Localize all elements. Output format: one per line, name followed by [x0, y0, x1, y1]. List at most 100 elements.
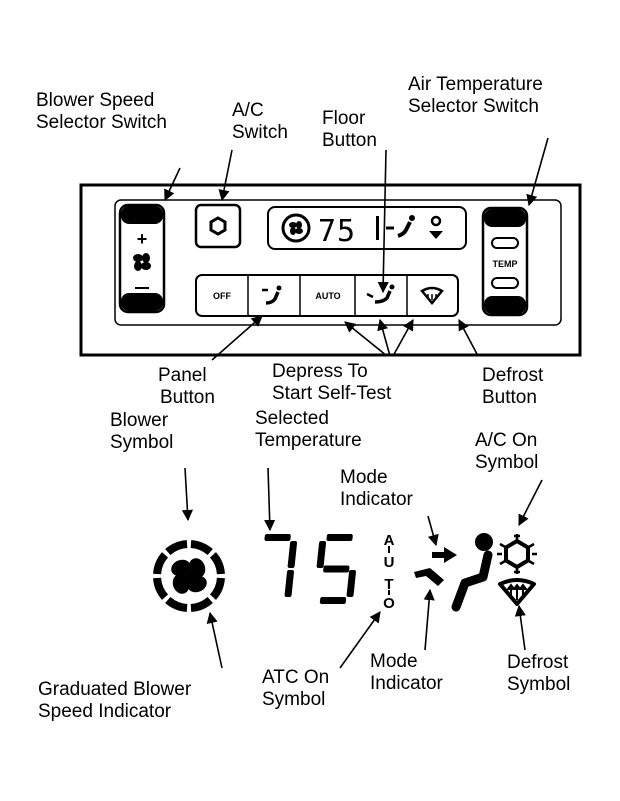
atc-letter-o: O [383, 595, 395, 612]
label-line: Indicator [340, 489, 413, 510]
label-line: Speed Indicator [38, 701, 172, 722]
label-graduated-blower-speed-indicator: Graduated Blower Speed Indicator [38, 679, 191, 723]
label-line: Indicator [370, 673, 443, 694]
display-mode-icon [386, 215, 415, 238]
blower-speed-segment [165, 596, 188, 612]
display-auto-indicator [376, 216, 379, 240]
leader-self-test-2 [377, 318, 391, 357]
mode-button-row [195, 274, 459, 317]
atc-letter-a: A [384, 532, 395, 549]
off-button-label: OFF [213, 291, 231, 301]
fan-icon [133, 253, 151, 271]
digit-segment [326, 534, 353, 541]
graduated-blower-speed-indicator [153, 540, 225, 612]
occupant-seat-icon [451, 550, 493, 612]
blower-up-pad[interactable] [121, 206, 163, 224]
label-line: Button [482, 387, 537, 408]
panel-button[interactable] [249, 276, 299, 315]
atc-on-symbol: A U T O [383, 532, 395, 612]
blower-speed-segment [209, 577, 225, 600]
label-line: Switch [232, 122, 288, 143]
panel-face [114, 199, 562, 326]
leader-defrost-symbol [514, 604, 526, 651]
display-temperature: 75 [318, 214, 356, 249]
display-blower-icon [281, 213, 311, 243]
leader-atc-on-symbol [339, 611, 381, 669]
label-line: Defrost [507, 652, 569, 673]
leader-self-test-3 [392, 319, 414, 357]
label-line: Symbol [262, 689, 326, 710]
leader-air-temp-switch [526, 137, 549, 207]
auto-button-label: AUTO [315, 291, 340, 301]
digit-segment [323, 565, 350, 573]
blower-speed-segment [165, 540, 188, 556]
digit-segment [287, 541, 298, 568]
mode-indicator [414, 533, 493, 612]
leader-panel-button [211, 315, 263, 361]
snowflake-icon [209, 216, 227, 236]
label-line: ATC On [262, 667, 330, 688]
label-line: Blower [110, 410, 169, 431]
leader-defrost-button [458, 319, 479, 357]
label-panel-button: Panel Button [158, 365, 215, 409]
leader-self-test-1 [344, 321, 388, 357]
label-line: Symbol [110, 432, 174, 453]
digit-segment [284, 570, 295, 597]
floor-button[interactable] [356, 276, 406, 315]
label-atc-on-symbol: ATC On Symbol [262, 667, 329, 711]
display-ac-defrost-icon [429, 215, 443, 239]
temperature-digit [316, 534, 357, 604]
ac-on-symbol [497, 534, 537, 574]
label-line: Symbol [507, 674, 571, 695]
defrost-button[interactable] [408, 276, 457, 315]
panel-vent-icon [262, 285, 282, 305]
label-floor-button: Floor Button [322, 108, 377, 152]
leader-mode-indicator-bottom [423, 588, 435, 651]
blower-plus-sign: + [137, 229, 148, 249]
leader-mode-indicator-top [427, 515, 439, 547]
blower-down-pad[interactable] [121, 293, 163, 311]
label-line: Graduated Blower [38, 679, 192, 700]
label-line: Button [160, 387, 215, 408]
panel-bezel [79, 183, 582, 357]
label-line: Selected [255, 408, 329, 429]
label-line: A/C [232, 100, 264, 121]
label-defrost-symbol: Defrost Symbol [507, 652, 570, 696]
label-line: Selector Switch [408, 96, 539, 117]
label-line: Temperature [255, 430, 362, 451]
leader-floor-button [377, 149, 389, 294]
label-line: Defrost [482, 365, 544, 386]
temp-down-pad[interactable] [484, 296, 526, 314]
label-line: A/C On [475, 430, 538, 451]
label-self-test: Depress To Start Self-Test [272, 361, 391, 405]
leader-selected-temperature [264, 467, 276, 532]
occupant-head-icon [475, 533, 493, 551]
label-line: Symbol [475, 452, 539, 473]
leader-ac-on-symbol [518, 479, 543, 526]
blower-speed-segment [153, 552, 169, 575]
leader-graduated-blower [206, 611, 223, 669]
label-line: Selector Switch [36, 112, 167, 133]
label-mode-indicator-top: Mode Indicator [340, 467, 413, 511]
blower-speed-segment [190, 540, 213, 556]
digit-segment [264, 534, 291, 541]
label-line: Start Self-Test [272, 383, 392, 404]
panel-display: 75 [267, 206, 467, 250]
blower-speed-selector-switch[interactable] [118, 203, 166, 314]
label-line: Panel [158, 365, 207, 386]
label-ac-on-symbol: A/C On Symbol [475, 430, 538, 474]
floor-vent-icon [366, 284, 395, 304]
label-line: Air Temperature [408, 74, 543, 95]
label-line: Floor [322, 108, 366, 129]
atc-letter-t: T [384, 576, 393, 593]
blower-speed-segment [190, 596, 213, 612]
digit-segment [316, 541, 327, 568]
leader-blower-symbol [181, 467, 194, 522]
digit-segment [319, 597, 347, 604]
digit-segment [346, 570, 357, 597]
blower-speed-segment [153, 577, 169, 600]
air-temperature-selector-switch[interactable] [481, 206, 529, 317]
temp-up-pad[interactable] [484, 209, 526, 227]
ac-switch[interactable] [194, 203, 242, 249]
